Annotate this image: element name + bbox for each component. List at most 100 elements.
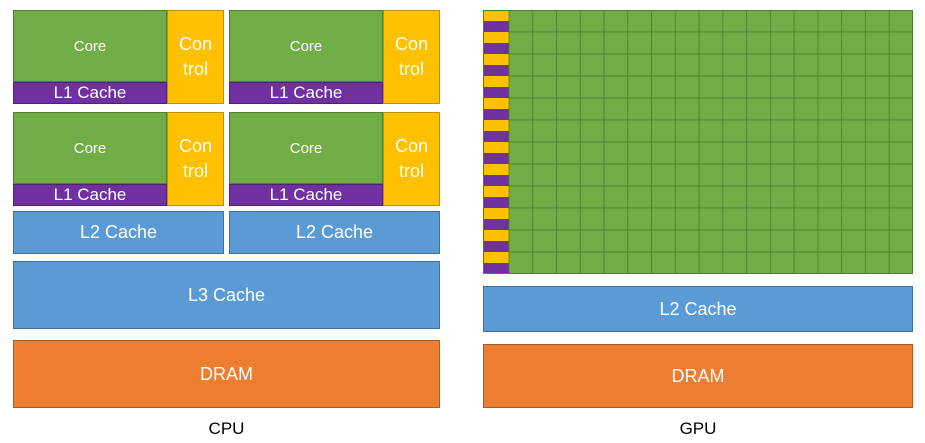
gpu-l1-stripe (483, 241, 509, 252)
cpu-l1-cache-4-label: L1 Cache (269, 185, 343, 204)
cpu-control-3: Con trol (167, 112, 224, 206)
gpu-core-cell (508, 207, 534, 231)
gpu-core-cell (556, 119, 581, 143)
gpu-control-stripe (483, 142, 509, 153)
gpu-core-cell (793, 75, 819, 99)
gpu-core-cell (888, 53, 913, 77)
gpu-caption: GPU (679, 419, 717, 438)
gpu-control-stripe (483, 32, 509, 43)
gpu-core-cell (532, 53, 557, 77)
gpu-core-cell (793, 251, 819, 274)
gpu-core-cell (793, 163, 819, 187)
gpu-core-cell (698, 141, 724, 165)
gpu-core-cell (603, 31, 629, 55)
gpu-core-cell (770, 119, 795, 143)
gpu-core-cell (579, 251, 605, 274)
gpu-core-cell (603, 185, 629, 209)
cpu-l1-cache-1: L1 Cache (13, 82, 167, 104)
cpu-l2-cache-2: L2 Cache (229, 211, 440, 254)
gpu-core-cell (722, 185, 748, 209)
gpu-core-cell (627, 31, 652, 55)
gpu-core-cell (674, 141, 700, 165)
gpu-core-cell (817, 185, 843, 209)
gpu-core-cell (865, 31, 890, 55)
gpu-core-cell (770, 185, 795, 209)
gpu-control-stripe (483, 208, 509, 219)
gpu-core-cell (698, 163, 724, 187)
gpu-dram-label: DRAM (671, 365, 725, 386)
gpu-core-cell (603, 229, 629, 253)
gpu-core-cell (793, 31, 819, 55)
gpu-core-cell (627, 10, 652, 33)
cpu-control-1: Con trol (167, 10, 224, 104)
gpu-core-cell (746, 119, 771, 143)
gpu-core-cell (746, 141, 771, 165)
gpu-core-cell (627, 75, 652, 99)
gpu-core-cell (817, 119, 843, 143)
gpu-core-cell (674, 207, 700, 231)
gpu-core-cell (579, 119, 605, 143)
gpu-core-cell (603, 53, 629, 77)
gpu-control-stripe (483, 54, 509, 65)
cpu-l3-cache: L3 Cache (13, 261, 440, 329)
gpu-core-grid (483, 10, 913, 274)
gpu-core-cell (627, 53, 652, 77)
gpu-core-cell (698, 75, 724, 99)
gpu-core-cell (722, 31, 748, 55)
gpu-core-cell (674, 251, 700, 274)
gpu-core-cell (579, 163, 605, 187)
gpu-core-cell (865, 97, 890, 121)
gpu-core-cell (698, 229, 724, 253)
gpu-l1-stripe (483, 21, 509, 32)
gpu-core-cell (722, 53, 748, 77)
gpu-grid-border (483, 10, 913, 274)
gpu-core-cell (722, 251, 748, 274)
gpu-core-cell (603, 97, 629, 121)
cpu-l1-cache-1-label: L1 Cache (53, 83, 127, 102)
gpu-core-cell (698, 53, 724, 77)
gpu-core-cell (651, 119, 676, 143)
gpu-core-cell (722, 207, 748, 231)
gpu-core-cell (532, 163, 557, 187)
gpu-core-cell (603, 207, 629, 231)
gpu-core-cell (722, 163, 748, 187)
gpu-core-cell (817, 53, 843, 77)
gpu-core-cell (865, 229, 890, 253)
gpu-l1-stripe (483, 219, 509, 230)
gpu-l1-stripe (483, 153, 509, 164)
gpu-core-cell (674, 163, 700, 187)
cpu-dram: DRAM (13, 340, 440, 408)
gpu-core-cell (841, 10, 866, 33)
gpu-core-cell (746, 97, 771, 121)
gpu-core-cell (770, 97, 795, 121)
gpu-core-cell (770, 31, 795, 55)
gpu-core-cell (579, 207, 605, 231)
gpu-core-cell (508, 229, 534, 253)
gpu-control-stripe (483, 76, 509, 87)
gpu-core-cell (793, 207, 819, 231)
gpu-core-cell (746, 10, 771, 33)
gpu-core-cell (627, 251, 652, 274)
gpu-core-cell (651, 97, 676, 121)
cpu-l2-cache-1: L2 Cache (13, 211, 224, 254)
gpu-core-cell (674, 31, 700, 55)
gpu-core-cell (841, 163, 866, 187)
gpu-core-cell (722, 229, 748, 253)
gpu-core-cell (579, 31, 605, 55)
gpu-core-cell (651, 31, 676, 55)
gpu-core-cell (508, 10, 534, 33)
gpu-core-cell (651, 229, 676, 253)
gpu-core-cell (532, 10, 557, 33)
gpu-core-cell (627, 207, 652, 231)
cpu-l1-cache-3: L1 Cache (13, 184, 167, 206)
gpu-core-cell (793, 229, 819, 253)
gpu-core-cell (888, 251, 913, 274)
gpu-core-cell (556, 53, 581, 77)
gpu-core-cell (722, 75, 748, 99)
gpu-core-cell (817, 10, 843, 33)
gpu-core-cell (817, 141, 843, 165)
gpu-core-cell (841, 185, 866, 209)
gpu-core-cell (841, 229, 866, 253)
gpu-core-cell (532, 97, 557, 121)
gpu-core-cell (722, 97, 748, 121)
